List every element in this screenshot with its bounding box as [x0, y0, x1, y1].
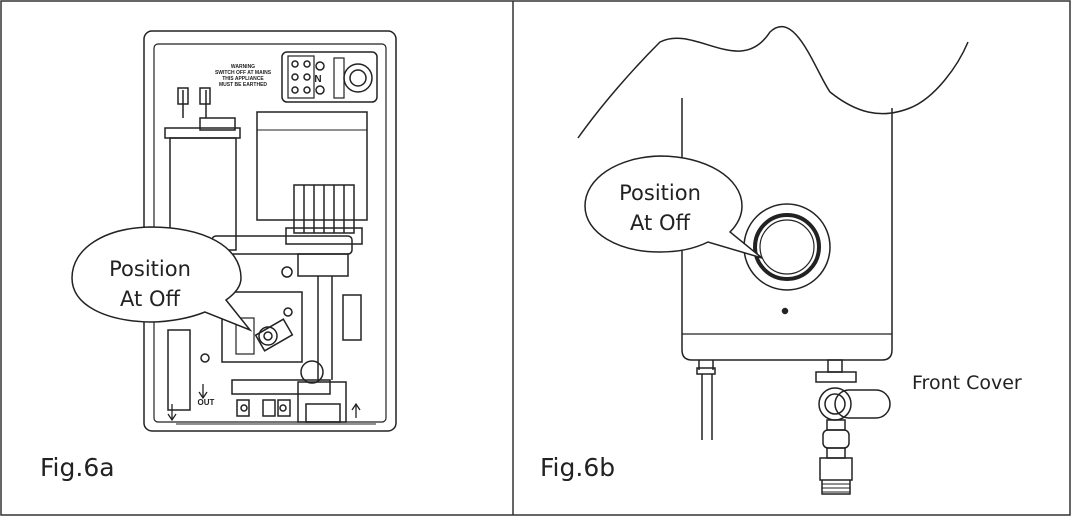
front-cover-body — [681, 98, 893, 361]
lower-chassis — [221, 291, 303, 363]
indicator-light — [781, 307, 789, 315]
panel-fig-6b — [577, 25, 969, 495]
callout-6a-line2: At Off — [120, 287, 180, 311]
caption-fig-6a: Fig.6a — [40, 453, 115, 482]
outlet-label: OUT — [198, 398, 215, 407]
callout-6b-line1: Position — [619, 181, 701, 205]
warning-label: WARNING SWITCH OFF AT MAINS THIS APPLIAN… — [215, 64, 272, 88]
svg-text:THIS APPLIANCE: THIS APPLIANCE — [222, 76, 264, 82]
callout-bubble-6b — [584, 155, 763, 259]
svg-text:WARNING: WARNING — [231, 64, 255, 70]
cutaway-outline — [577, 25, 969, 139]
caption-fig-6b: Fig.6b — [540, 453, 615, 482]
inlet-fitting — [815, 359, 891, 495]
control-knob — [753, 213, 821, 281]
svg-text:MUST BE EARTHED: MUST BE EARTHED — [219, 82, 267, 88]
terminal-n-label: N — [314, 74, 321, 85]
temperature-selector — [254, 318, 294, 352]
callout-6b-line2: At Off — [630, 211, 690, 235]
power-cable — [701, 374, 713, 440]
callout-6a-line1: Position — [109, 257, 191, 281]
front-cover-label: Front Cover — [912, 372, 1022, 394]
svg-text:SWITCH OFF AT MAINS: SWITCH OFF AT MAINS — [215, 70, 272, 76]
terminal-block — [281, 51, 378, 103]
control-board — [256, 111, 368, 221]
callout-bubble-6a — [71, 226, 253, 332]
